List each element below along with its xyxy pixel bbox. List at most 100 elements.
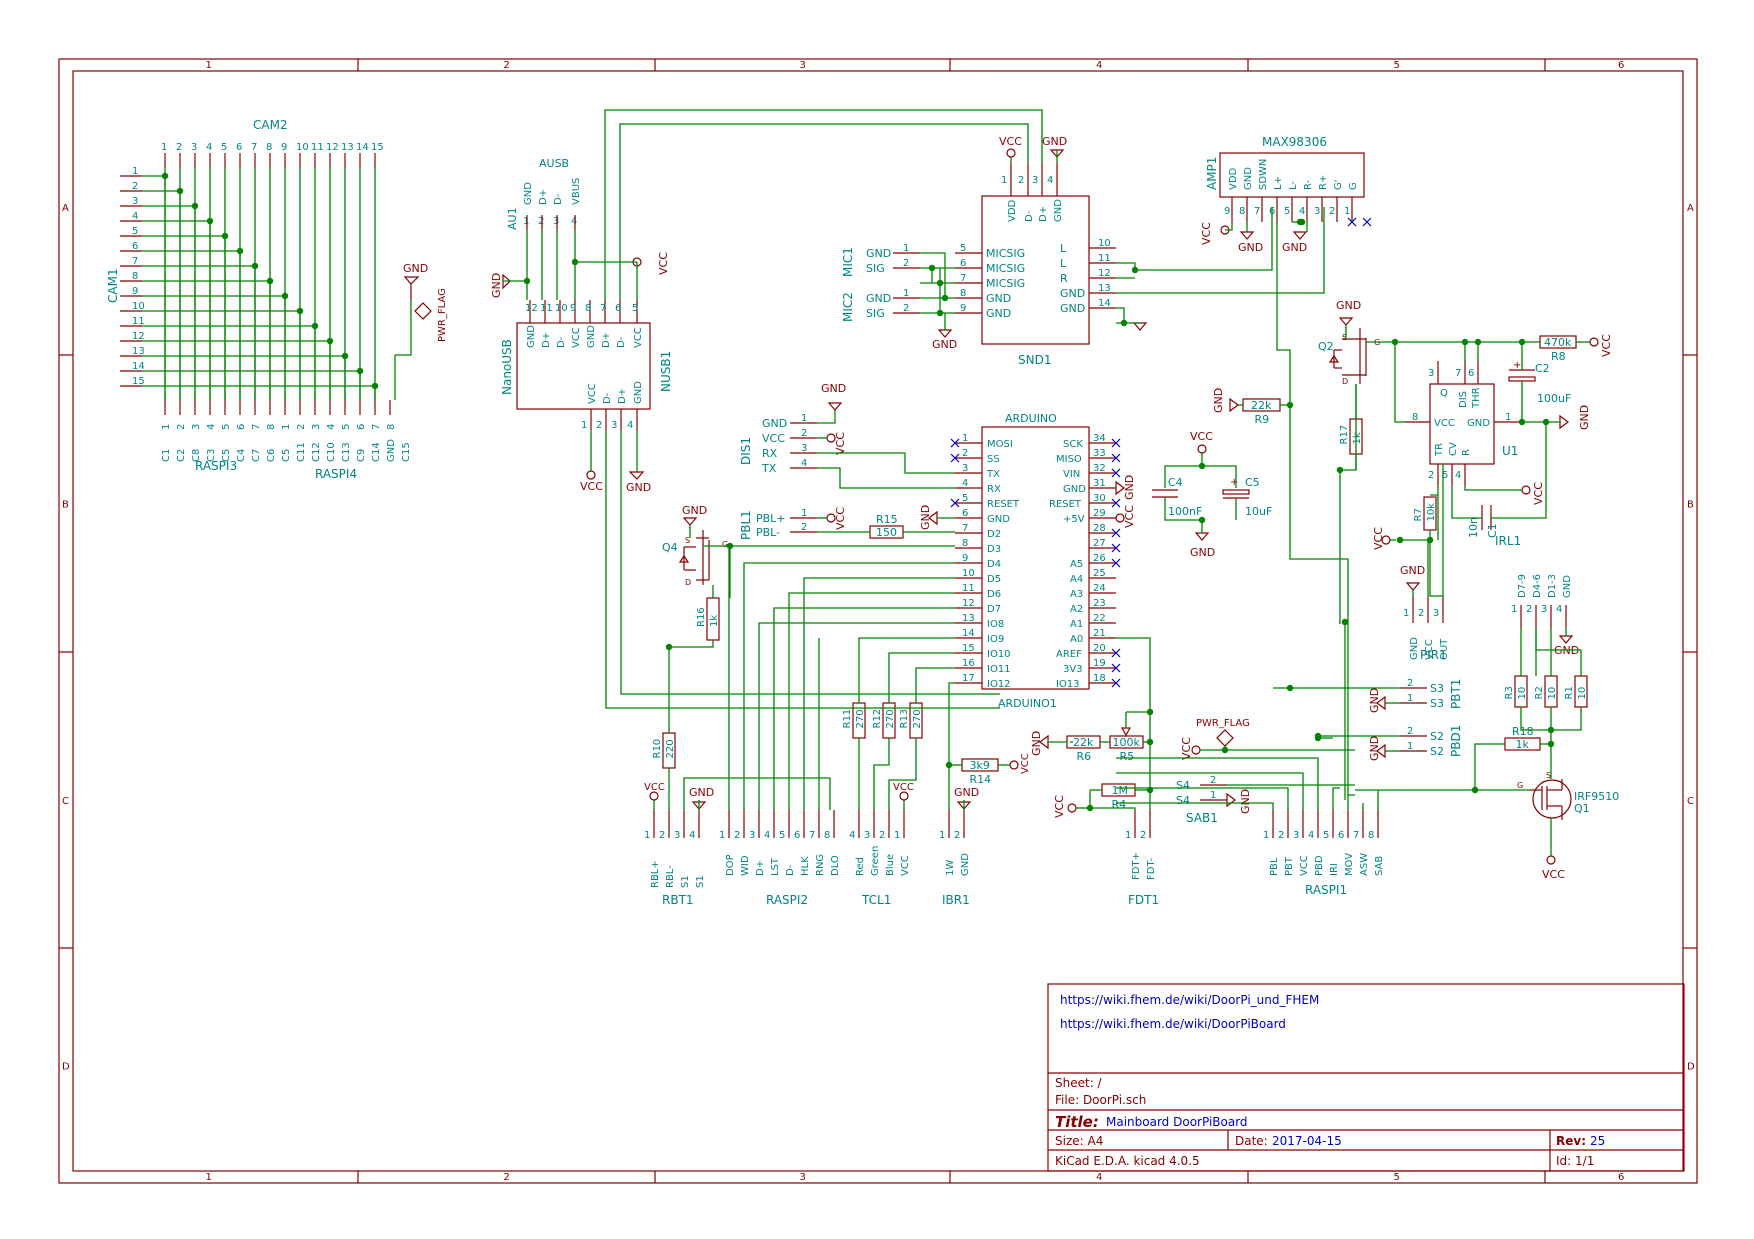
cam1-pin: 2	[132, 181, 138, 192]
pir-pin-name: GND	[1409, 637, 1420, 660]
raspi1-pin-name: IRI	[1329, 863, 1340, 876]
column-label: 1	[206, 60, 212, 71]
nusb-pin: 12	[525, 303, 538, 314]
cam2-pin: 2	[176, 142, 182, 153]
raspi2-pin: 5	[779, 830, 785, 841]
arduino-pin-name: SCK	[1063, 439, 1083, 450]
svg-text:G: G	[1517, 781, 1523, 790]
row-label: B	[1687, 500, 1694, 511]
gnd-symbol	[827, 402, 843, 411]
tcl-pin: 1	[894, 830, 900, 841]
no-connect	[1111, 648, 1121, 658]
tcl1-ref: TCL1	[861, 893, 891, 907]
arduino-pin: 9	[962, 553, 968, 564]
nusb-pin: 4	[627, 420, 633, 431]
wire	[604, 109, 1043, 300]
junction	[206, 217, 214, 225]
rbt-pin: 4	[689, 830, 695, 841]
snd-pin-name: VDD	[1007, 199, 1018, 222]
raspi3-ref: RASPI3	[195, 459, 237, 473]
wire	[1430, 486, 1439, 496]
gnd-symbol: GND	[954, 786, 979, 810]
cam2-pin: 7	[251, 142, 257, 153]
wire	[619, 123, 1029, 300]
gnd-label: GND	[954, 786, 979, 799]
arduino-pin: 34	[1093, 433, 1106, 444]
vcc-symbol	[586, 470, 596, 480]
snd-pin: 5	[960, 243, 966, 254]
cam2-pin: 9	[281, 142, 287, 153]
amp-pin-name: GND	[1243, 167, 1254, 190]
snd-pin-name: GND	[1060, 302, 1085, 315]
pir-pin: 3	[1433, 608, 1439, 619]
raspi-pin: 4	[206, 424, 217, 430]
vcc-symbol	[1067, 803, 1077, 813]
u1-pin-name: Q	[1440, 388, 1448, 399]
gnd-label: GND	[1578, 405, 1591, 430]
vcc-symbol	[1589, 337, 1599, 347]
arduino-pin: 13	[962, 613, 975, 624]
arduino-pin: 15	[962, 643, 975, 654]
raspi1-pin-name: ASW	[1359, 853, 1370, 876]
raspi-pin: 3	[311, 424, 322, 430]
rbt-pin-name: RBL-	[665, 865, 676, 888]
snd-pin: 8	[960, 288, 966, 299]
junction	[571, 258, 579, 266]
wire	[620, 430, 1000, 695]
svg-text:VCC: VCC	[580, 480, 603, 493]
c2-value: 100uF	[1537, 392, 1571, 405]
snd-pin-name: D+	[1038, 206, 1049, 222]
conn-label: S4	[1176, 794, 1190, 807]
wiki-url-2[interactable]: https://wiki.fhem.de/wiki/DoorPiBoard	[1060, 1017, 1286, 1031]
raspi1-pin-name: VCC	[1299, 855, 1310, 876]
raspi2-pin-name: D-	[785, 864, 796, 876]
vcc-label: VCC	[1180, 737, 1193, 760]
arduino-pin: 12	[962, 598, 975, 609]
snd-pin: 14	[1098, 298, 1111, 309]
row-label: D	[62, 1062, 70, 1073]
svg-text:GND: GND	[1123, 475, 1136, 500]
nusb-pin-name: D-	[556, 336, 567, 348]
wire	[1478, 341, 1523, 362]
dis-pin: 3	[801, 443, 807, 454]
junction	[1314, 732, 1322, 740]
gnd-symbol	[1338, 317, 1354, 326]
raspi-pin: 6	[236, 424, 247, 430]
mic-pin: 1	[903, 243, 909, 254]
arduino-pin-name: RX	[987, 484, 1001, 495]
pir1-ref: PIR1	[1420, 648, 1447, 662]
arduino-pin-name: TX	[986, 469, 1000, 480]
resistor-ref: R7	[1413, 508, 1424, 521]
raspi4-ref: RASPI4	[315, 467, 357, 481]
wiki-url-1[interactable]: https://wiki.fhem.de/wiki/DoorPi_und_FHE…	[1060, 993, 1319, 1007]
column-label: 5	[1394, 60, 1400, 71]
cam2-pin: 3	[191, 142, 197, 153]
raspi2-pin-name: WID	[740, 855, 751, 876]
gnd-symbol: GND	[1554, 635, 1579, 657]
conn-pin: 2	[1407, 678, 1413, 689]
svg-text:S: S	[685, 536, 690, 545]
vcc-symbol	[1009, 760, 1019, 770]
svg-text:D: D	[1342, 377, 1348, 386]
svg-text:S: S	[1546, 771, 1551, 780]
u1-pin: 7	[1455, 368, 1461, 379]
wire	[1116, 307, 1125, 323]
mic2-ref: MIC2	[841, 292, 855, 322]
fdt1-ref: FDT1	[1128, 893, 1159, 907]
junction	[1146, 738, 1154, 746]
junction	[326, 337, 334, 345]
gnd-symbol	[1115, 480, 1125, 496]
amp-pin-name: SDWN	[1258, 159, 1269, 190]
resistor-ref: R3	[1504, 686, 1515, 699]
gnd-symbol: GND	[689, 786, 714, 810]
mic1-ref: MIC1	[841, 247, 855, 277]
dsub-pin-name: D1-3	[1547, 574, 1558, 598]
tcl-pin: 2	[879, 830, 885, 841]
wire	[1347, 794, 1355, 810]
nusb-pin-name: D-	[602, 392, 613, 404]
